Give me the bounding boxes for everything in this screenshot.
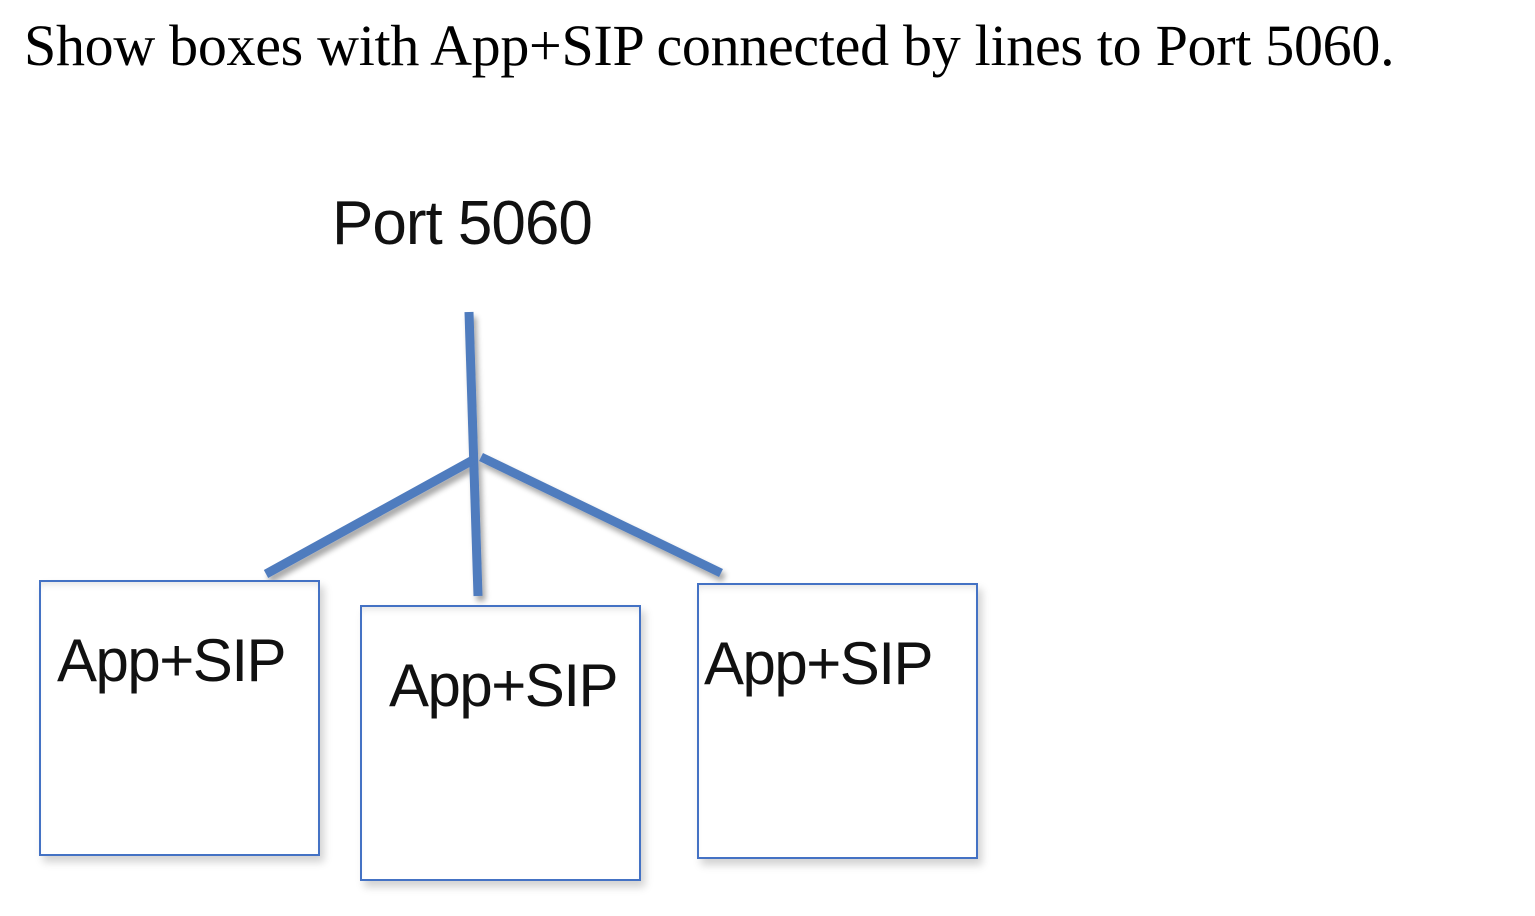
app-sip-box-3: App+SIP [697, 583, 978, 859]
app-sip-box-label: App+SIP [57, 627, 287, 694]
connector-line-left [263, 456, 476, 578]
connector-line-right [479, 452, 723, 578]
app-sip-box-label: App+SIP [704, 630, 934, 697]
port-5060-label: Port 5060 [332, 189, 593, 258]
app-sip-box-label: App+SIP [389, 652, 619, 719]
app-sip-box-1: App+SIP [39, 580, 320, 856]
app-sip-box-2: App+SIP [360, 605, 641, 881]
connector-line-vertical [464, 311, 483, 597]
page-title: Show boxes with App+SIP connected by lin… [24, 13, 1395, 78]
